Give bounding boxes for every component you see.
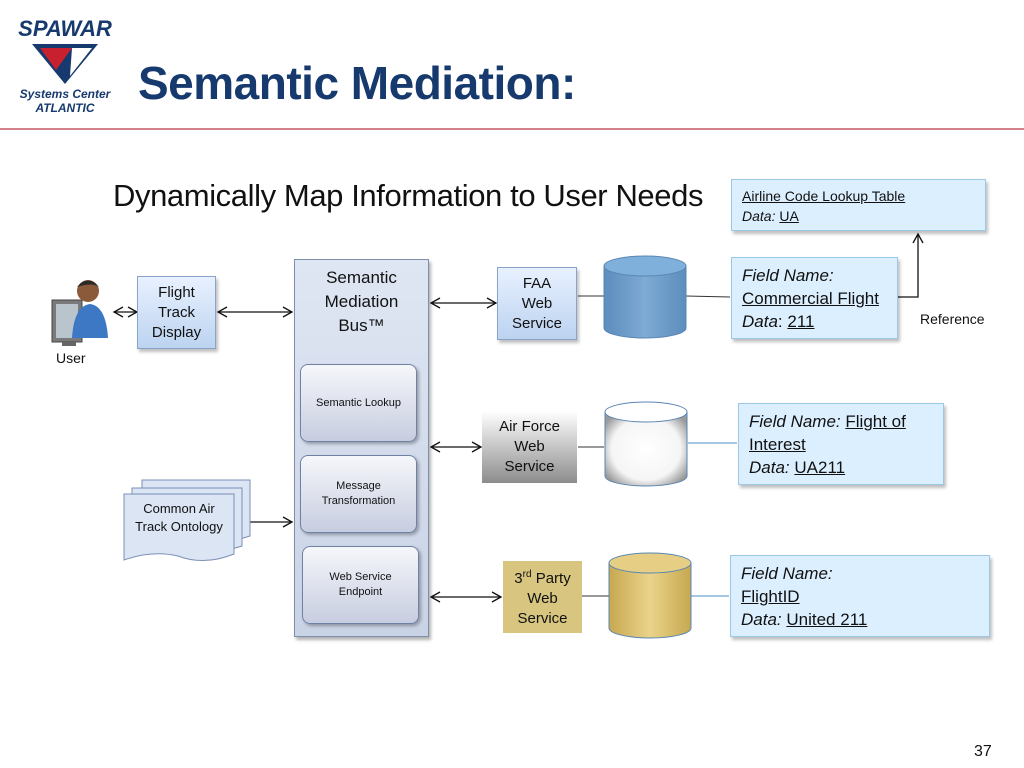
flight-track-display-box[interactable]: Flight Track Display [137,276,216,349]
thirdparty-line1: 3rd Party [514,565,570,589]
airforce-field-name-value[interactable]: Flight of Interest [749,412,906,454]
module-1-line1: Semantic Lookup [316,396,401,409]
faa-field-name-label: Field Name: [742,266,834,285]
logo-line2-text: ATLANTIC [34,101,94,115]
airline-lookup-table-box: Airline Code Lookup Table Data: UA [731,179,986,231]
faa-field-data-label: Data [742,312,778,331]
reference-label: Reference [920,311,985,327]
thirdparty-field-data-label: Data: [741,610,782,629]
ontology-line2: Track Ontology [135,519,223,534]
faa-line1: FAA [522,274,552,292]
web-service-endpoint-module[interactable]: Web Service Endpoint [302,546,419,624]
user-label: User [56,350,86,366]
flight-track-line2: Track [158,303,195,321]
airforce-line1: Air Force [499,418,560,435]
thirdparty-line3: Service [517,610,568,627]
thirdparty-database-icon [608,552,692,639]
airforce-field-name-label: Field Name: [749,412,841,431]
module-3-line2: Endpoint [338,586,383,598]
airforce-web-service-box[interactable]: Air Force Web Service [482,411,577,483]
thirdparty-field-name-value[interactable]: FlightID [741,587,800,606]
module-2-line2: Transformation [321,495,396,507]
diagram-subtitle: Dynamically Map Information to User Need… [113,178,704,213]
bus-title-line2: Mediation [324,292,399,311]
bus-title-line1: Semantic [326,268,397,287]
thirdparty-number: 3 [514,570,523,587]
faa-field-box: Field Name: Commercial Flight Data: 211 [731,257,898,339]
semantic-lookup-module[interactable]: Semantic Lookup [300,364,417,442]
airforce-database-icon [604,401,688,487]
flight-track-line1: Flight [158,283,195,301]
thirdparty-web-service-box[interactable]: 3rd Party Web Service [503,561,582,633]
thirdparty-line2: Web [527,590,558,607]
spawar-logo: SPAWAR Systems Center ATLANTIC [10,10,120,120]
airforce-line3: Service [504,458,555,475]
faa-database-icon [603,255,687,339]
message-transformation-module[interactable]: Message Transformation [300,455,417,533]
page-title: Semantic Mediation: [138,57,576,109]
lookup-data-label: Data: [742,208,776,224]
faa-line3: Service [511,314,563,332]
faa-web-service-box[interactable]: FAA Web Service [497,267,577,340]
module-3-line1: Web Service [329,571,392,583]
ontology-line1: Common Air [143,501,215,516]
lookup-table-title[interactable]: Airline Code Lookup Table [742,188,906,204]
thirdparty-field-name-label: Field Name: [741,564,833,583]
logo-line1-text: Systems Center [20,87,112,101]
ontology-label: Common Air Track Ontology [124,500,234,536]
thirdparty-ordinal: rd [522,569,532,580]
bus-title: Semantic Mediation Bus™ [294,266,429,338]
spawar-logo-graphic: SPAWAR Systems Center ATLANTIC [18,16,112,115]
logo-top-text: SPAWAR [18,16,112,41]
module-2-line1: Message [336,480,381,492]
bus-title-line3: Bus™ [338,316,385,335]
lookup-data-value[interactable]: UA [779,208,799,224]
thirdparty-field-box: Field Name: FlightID Data: United 211 [730,555,990,637]
thirdparty-party: Party [531,570,571,587]
airforce-field-data-value[interactable]: UA211 [794,458,846,477]
faa-line2: Web [521,294,553,312]
faa-field-name-value[interactable]: Commercial Flight [742,289,879,308]
title-divider [0,128,1024,130]
user-icon [51,280,108,346]
airforce-field-data-label: Data: [749,458,790,477]
airforce-line2: Web [514,438,545,455]
flight-track-line3: Display [151,323,202,341]
faa-field-data-value[interactable]: 211 [787,312,815,331]
thirdparty-field-data-value[interactable]: United 211 [786,610,868,629]
airforce-field-box: Field Name: Flight of Interest Data: UA2… [738,403,944,485]
page-number: 37 [974,743,992,760]
